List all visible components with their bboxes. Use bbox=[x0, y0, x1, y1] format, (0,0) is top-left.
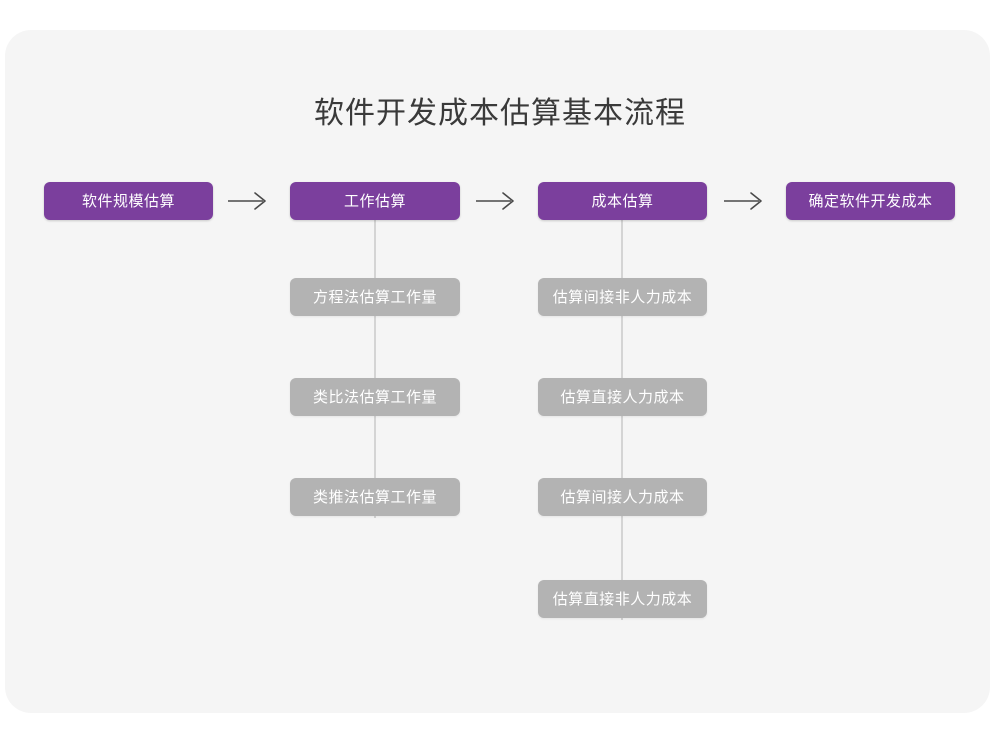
arrow-right-icon-2 bbox=[475, 189, 519, 213]
diagram-card bbox=[5, 30, 990, 713]
node-indirect-labor-cost[interactable]: 估算间接人力成本 bbox=[538, 478, 707, 516]
node-cost-estimation[interactable]: 成本估算 bbox=[538, 182, 707, 220]
node-direct-labor-cost[interactable]: 估算直接人力成本 bbox=[538, 378, 707, 416]
node-inference-method-workload[interactable]: 类推法估算工作量 bbox=[290, 478, 460, 516]
node-effort-estimation[interactable]: 工作估算 bbox=[290, 182, 460, 220]
page-title: 软件开发成本估算基本流程 bbox=[314, 96, 686, 131]
node-software-scale-estimation[interactable]: 软件规模估算 bbox=[44, 182, 213, 220]
node-equation-method-workload[interactable]: 方程法估算工作量 bbox=[290, 278, 460, 316]
node-analogy-method-workload[interactable]: 类比法估算工作量 bbox=[290, 378, 460, 416]
node-indirect-nonlabor-cost[interactable]: 估算间接非人力成本 bbox=[538, 278, 707, 316]
connector-line-effort bbox=[374, 220, 376, 518]
arrow-right-icon-3 bbox=[723, 189, 767, 213]
arrow-right-icon-1 bbox=[227, 189, 271, 213]
connector-line-cost bbox=[621, 220, 623, 620]
node-determine-development-cost[interactable]: 确定软件开发成本 bbox=[786, 182, 955, 220]
node-direct-nonlabor-cost[interactable]: 估算直接非人力成本 bbox=[538, 580, 707, 618]
